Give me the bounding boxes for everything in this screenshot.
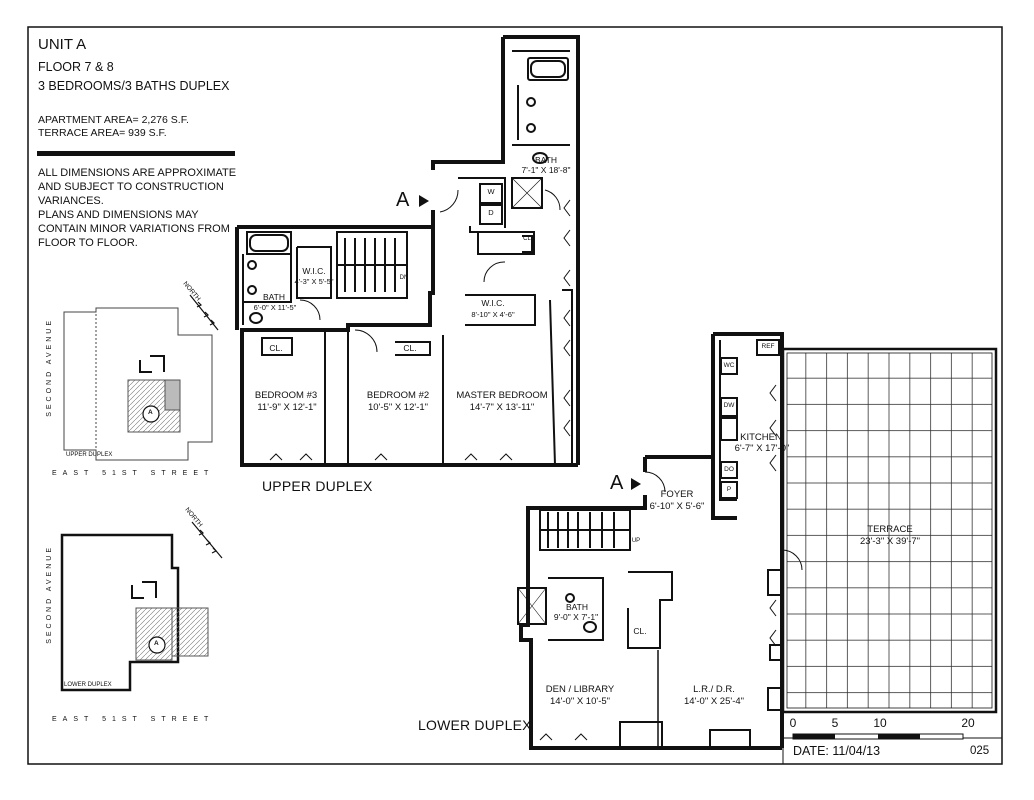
wc-label: WC <box>723 362 735 369</box>
lower-closet: CL. <box>633 626 647 636</box>
wic-left-name: W.I.C. <box>302 266 326 276</box>
upper-window-marks <box>269 199 571 461</box>
master-wic-dim: 8'-10" X 4'-6" <box>471 310 515 319</box>
lower-duplex-label: LOWER DUPLEX <box>418 717 532 733</box>
washer-label: W <box>487 187 495 196</box>
key-plan-upper <box>63 307 213 461</box>
master-bath-name: BATH <box>534 155 558 165</box>
lower-bath-name: BATH <box>565 602 589 612</box>
unit-title: UNIT A <box>38 36 87 53</box>
living-dining-dim: 14'-0" X 25'-4" <box>683 696 745 707</box>
key-caption-upper: UPPER DUPLEX <box>66 452 113 458</box>
scale-tick-5: 5 <box>831 716 839 730</box>
den-name: DEN / LIBRARY <box>545 684 615 695</box>
pantry-label: P <box>726 486 732 493</box>
foyer-name: FOYER <box>660 489 694 500</box>
upper-duplex-plan <box>235 35 580 467</box>
laundry-closet-label: CL <box>523 236 531 242</box>
upper-entry-marker: A <box>396 189 410 211</box>
disclaimer-1: ALL DIMENSIONS ARE APPROXIMATE AND SUBJE… <box>38 167 237 207</box>
scale-tick-20: 20 <box>961 716 975 730</box>
key-unit-marker-lower: A <box>154 640 159 647</box>
living-dining-name: L.R./ D.R. <box>693 684 735 695</box>
scale-tick-0: 0 <box>789 716 797 730</box>
apartment-area: APARTMENT AREA= 2,276 S.F. <box>38 114 189 126</box>
closet-bedroom3: CL. <box>269 343 283 353</box>
upper-duplex-interior <box>242 50 573 466</box>
closet-bedroom2: CL. <box>403 343 417 353</box>
scale-tick-10: 10 <box>873 716 887 730</box>
master-bath-dim: 7'-1" X 18'-8" <box>521 165 571 175</box>
master-bedroom-name: MASTER BEDROOM <box>456 390 548 401</box>
disclaimer-2: PLANS AND DIMENSIONS MAY CONTAIN MINOR V… <box>38 209 230 249</box>
terrace-grid <box>786 352 993 709</box>
upper-duplex-label: UPPER DUPLEX <box>262 478 373 494</box>
info-rule-thick <box>37 151 235 156</box>
lower-entry-marker: A <box>610 472 624 494</box>
street-label-lower: EAST 51ST STREET <box>52 716 215 723</box>
bedroom3-dim: 11'-9" X 12'-1" <box>257 402 317 413</box>
dishwasher-label: DW <box>723 402 735 409</box>
stair-down-label: DN <box>399 275 409 281</box>
left-bath-dim: 6'-0" X 11'-5" <box>253 303 297 312</box>
left-bath-name: BATH <box>262 292 286 302</box>
date-stamp: DATE: 11/04/13 <box>793 744 881 758</box>
stair-up-label: UP <box>631 538 641 544</box>
bedroom2-dim: 10'-5" X 12'-1" <box>367 402 429 413</box>
key-plan-lower <box>60 533 209 692</box>
street-label-upper: EAST 51ST STREET <box>52 470 215 477</box>
lower-bath-dim: 9'-0" X 7'-1" <box>553 612 599 622</box>
avenue-label-lower: SECOND AVENUE <box>46 545 53 644</box>
floor-text: FLOOR 7 & 8 <box>38 60 114 74</box>
lower-duplex-interior <box>517 339 803 749</box>
sheet-border <box>27 26 1003 765</box>
terrace-area: TERRACE AREA= 939 S.F. <box>38 127 167 139</box>
terrace-outline <box>781 347 998 714</box>
avenue-label-upper: SECOND AVENUE <box>46 318 53 417</box>
dryer-label: D <box>488 208 494 217</box>
sheet-number: 025 <box>970 745 990 757</box>
upper-entry-arrow <box>419 195 429 207</box>
bedroom2-name: BEDROOM #2 <box>366 390 430 401</box>
foyer-dim: 6'-10" X 5'-6" <box>649 501 705 512</box>
type-text: 3 BEDROOMS/3 BATHS DUPLEX <box>38 79 230 93</box>
master-bedroom-dim: 14'-7" X 13'-11" <box>469 402 535 413</box>
terrace-name: TERRACE <box>867 524 913 535</box>
fridge-label: REF <box>761 343 775 350</box>
graphic-scale <box>792 733 964 740</box>
kitchen-name: KITCHEN <box>740 432 782 443</box>
lower-entry-arrow <box>631 478 641 490</box>
lower-window-marks <box>539 384 777 741</box>
kitchen-dim: 6'-7" X 17'-0" <box>734 443 790 454</box>
wic-left-dim: 4'-3" X 5'-5" <box>294 277 334 286</box>
north-arrow-lower <box>191 521 223 559</box>
oven-label: DO <box>724 466 734 473</box>
key-caption-lower: LOWER DUPLEX <box>64 682 112 688</box>
master-wic-name: W.I.C. <box>481 298 505 308</box>
bedroom3-name: BEDROOM #3 <box>254 390 318 401</box>
terrace-dim: 23'-3" X 39'-7" <box>859 536 921 547</box>
den-dim: 14'-0" X 10'-5" <box>549 696 611 707</box>
key-unit-marker-upper: A <box>148 409 153 416</box>
north-arrow-upper <box>189 294 219 331</box>
